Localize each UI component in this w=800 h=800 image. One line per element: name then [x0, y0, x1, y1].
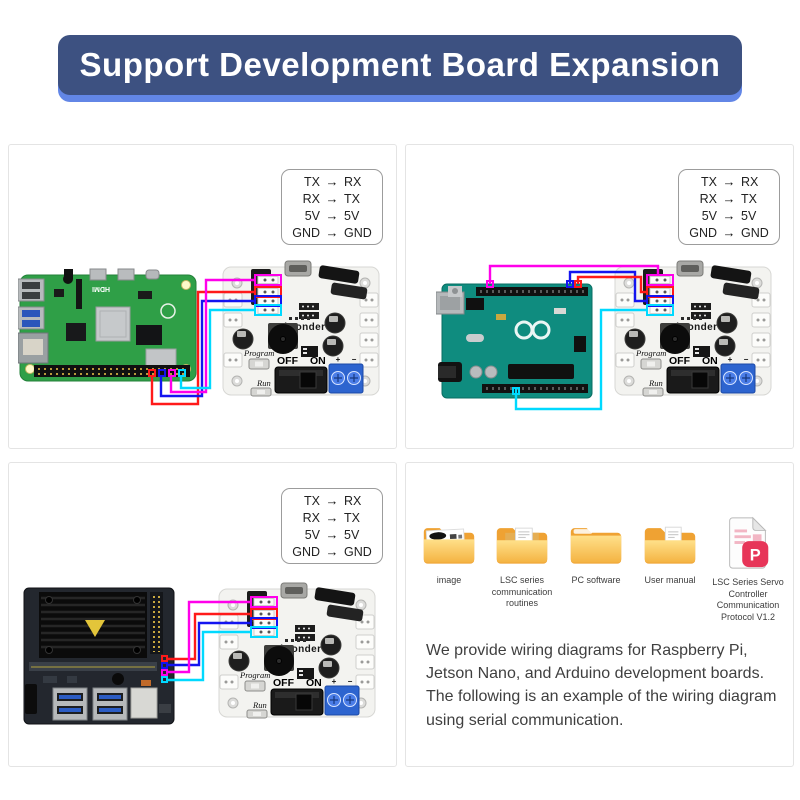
arrow-icon: → — [325, 190, 339, 206]
usb-ports — [52, 687, 128, 721]
arrow-icon: → — [325, 492, 339, 508]
legend-row: TX→RX — [304, 173, 362, 189]
wiring-legend: TX→RX RX→TX 5V→5V GND→GND — [281, 169, 383, 245]
description-text: We provide wiring diagrams for Raspberry… — [426, 642, 777, 729]
banner: Support Development Board Expansion — [58, 35, 742, 95]
resource-item-protocol-pdf: P LSC Series Servo Controller Communicat… — [705, 515, 791, 624]
legend-row: 5V→5V — [701, 207, 757, 223]
servo-controller-image — [217, 581, 377, 721]
resource-item-manual: User manual — [630, 519, 710, 587]
wiring-legend: TX→RX RX→TX 5V→5V GND→GND — [281, 488, 383, 564]
servo-controller-image — [613, 259, 773, 399]
panel-resources: image LSC series communication routines … — [405, 462, 794, 767]
legend-row: RX→TX — [699, 190, 757, 206]
wiring-legend: TX→RX RX→TX 5V→5V GND→GND — [678, 169, 780, 245]
arrow-icon: → — [325, 173, 339, 189]
legend-row: RX→TX — [302, 509, 360, 525]
legend-row: TX→RX — [701, 173, 759, 189]
routines-folder-icon — [496, 527, 548, 564]
panel-jetson-nano: TX→RX RX→TX 5V→5V GND→GND — [8, 462, 397, 767]
image-folder-icon — [423, 528, 475, 564]
resource-item-routines: LSC series communication routines — [482, 519, 562, 610]
resource-label: User manual — [644, 575, 696, 585]
arrow-icon: → — [325, 543, 339, 559]
arrow-icon: → — [325, 526, 339, 542]
arduino-board-image — [436, 280, 593, 399]
pdf-file-icon: P — [729, 516, 769, 569]
legend-row: 5V→5V — [304, 207, 360, 223]
resource-item-software: PC software — [556, 519, 636, 587]
resource-label: LSC series communication routines — [491, 575, 553, 609]
jetson-nano-board-image — [23, 587, 175, 725]
arrow-icon: → — [325, 207, 339, 223]
resource-label: PC software — [571, 575, 621, 585]
manual-folder-icon — [644, 526, 696, 564]
legend-row: GND→GND — [292, 224, 372, 240]
arrow-icon: → — [722, 224, 736, 240]
legend-row: GND→GND — [689, 224, 769, 240]
arrow-icon: → — [325, 509, 339, 525]
legend-row: 5V→5V — [304, 526, 360, 542]
resource-label: LSC Series Servo Controller Communicatio… — [712, 577, 784, 623]
pdf-badge — [742, 541, 769, 568]
legend-row: RX→TX — [302, 190, 360, 206]
software-folder-icon — [570, 528, 622, 564]
resource-label: image — [436, 575, 462, 585]
svg-text:HDMI: HDMI — [92, 285, 110, 292]
warning-triangle-icon — [85, 620, 105, 637]
panel-arduino: TX→RX RX→TX 5V→5V GND→GND — [405, 144, 794, 449]
banner-title: Support Development Board Expansion — [79, 46, 721, 83]
svg-text:P: P — [750, 546, 761, 564]
arrow-icon: → — [722, 173, 736, 189]
resource-item-image: image — [409, 519, 489, 587]
legend-row: GND→GND — [292, 543, 372, 559]
panel-raspberry-pi: TX→RX RX→TX 5V→5V GND→GND HDMI — [8, 144, 397, 449]
arrow-icon: → — [722, 207, 736, 223]
legend-row: TX→RX — [304, 492, 362, 508]
raspberry-pi-board-image: HDMI — [18, 268, 197, 382]
servo-controller-image — [221, 259, 381, 399]
arrow-icon: → — [325, 224, 339, 240]
arrow-icon: → — [722, 190, 736, 206]
